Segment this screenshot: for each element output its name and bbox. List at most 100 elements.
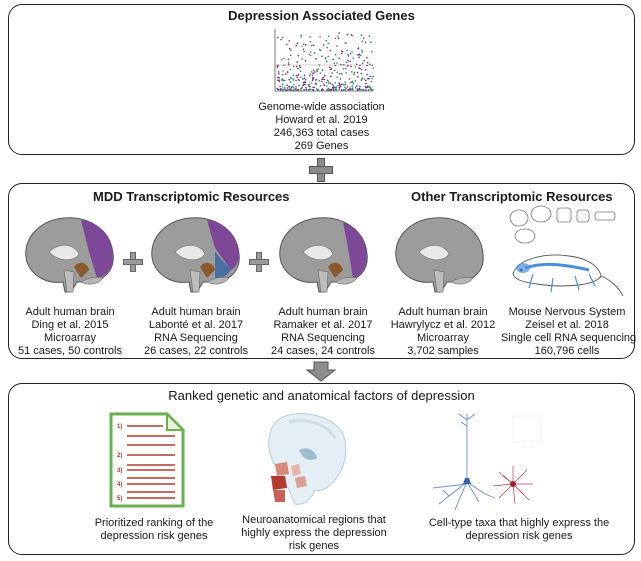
manhattan-dot	[347, 55, 350, 57]
output-line: Prioritized ranking of the	[94, 517, 214, 529]
manhattan-dot	[289, 76, 292, 79]
manhattan-dot	[364, 85, 366, 88]
manhattan-dot	[366, 85, 369, 87]
manhattan-dot	[329, 49, 331, 52]
manhattan-dot	[284, 86, 286, 89]
manhattan-dot	[364, 79, 367, 82]
manhattan-dot	[346, 86, 349, 88]
manhattan-dot	[366, 61, 369, 64]
resource-caption-ramaker: Adult human brain Ramaker et al. 2017 RN…	[263, 306, 383, 358]
manhattan-dot	[278, 88, 280, 91]
manhattan-dot	[361, 40, 363, 42]
manhattan-dot	[361, 78, 363, 80]
manhattan-dot	[327, 89, 330, 91]
manhattan-dot	[312, 69, 315, 72]
manhattan-dot	[361, 51, 364, 53]
manhattan-dot	[309, 40, 312, 43]
manhattan-dot	[296, 61, 298, 63]
manhattan-dot	[298, 66, 301, 68]
manhattan-dot	[292, 74, 295, 76]
manhattan-dot	[315, 78, 318, 81]
manhattan-dot	[335, 86, 337, 88]
resource-line: 24 cases, 24 controls	[271, 345, 375, 357]
other-resources-title: Other Transcriptomic Resources	[411, 189, 613, 204]
manhattan-dot	[308, 84, 310, 86]
manhattan-dot	[371, 50, 373, 53]
manhattan-dot	[309, 54, 312, 57]
output-line: Cell-type taxa that highly express the	[428, 517, 610, 529]
manhattan-dot	[369, 86, 371, 89]
manhattan-dot	[347, 88, 349, 91]
manhattan-dot	[367, 89, 370, 91]
manhattan-dot	[297, 54, 300, 57]
output-caption-cell-types: Cell-type taxa that highly express the d…	[414, 517, 624, 543]
manhattan-dot	[371, 77, 373, 80]
manhattan-dot	[349, 88, 352, 91]
manhattan-dot	[337, 35, 339, 37]
manhattan-dot	[351, 85, 354, 87]
resource-line: Hawrylycz et al. 2012	[390, 319, 496, 331]
manhattan-dot	[363, 78, 366, 80]
manhattan-dot	[366, 56, 368, 59]
manhattan-dot	[345, 87, 347, 90]
manhattan-dot	[363, 89, 365, 91]
manhattan-dot	[297, 88, 299, 91]
manhattan-dot	[301, 86, 303, 89]
manhattan-dot	[334, 54, 337, 56]
manhattan-dot	[277, 76, 279, 79]
manhattan-dot	[342, 68, 345, 70]
manhattan-dot	[309, 75, 311, 77]
list-number: 5)	[117, 496, 122, 502]
manhattan-dot	[288, 78, 291, 81]
manhattan-dot	[346, 65, 349, 67]
manhattan-dot	[332, 58, 335, 61]
manhattan-dot	[339, 85, 342, 88]
manhattan-dot	[363, 59, 366, 62]
manhattan-dot	[330, 75, 332, 78]
manhattan-dot	[289, 54, 292, 57]
manhattan-dot	[291, 85, 293, 88]
manhattan-dot	[282, 70, 284, 72]
manhattan-dot	[310, 44, 313, 47]
resource-line: 3,702 samples	[407, 345, 479, 357]
manhattan-dot	[309, 85, 311, 88]
manhattan-dot	[349, 60, 351, 63]
manhattan-dot	[282, 83, 284, 85]
resource-line: Zeisel et al. 2018	[525, 319, 609, 331]
manhattan-dot	[317, 88, 319, 91]
manhattan-dot	[365, 86, 367, 89]
manhattan-dot	[311, 77, 314, 79]
manhattan-dot	[308, 53, 311, 55]
manhattan-dot	[315, 82, 317, 84]
manhattan-dot	[336, 76, 338, 78]
manhattan-dot	[371, 64, 374, 66]
resource-line: Microarray	[417, 332, 469, 344]
manhattan-dot	[309, 73, 311, 75]
manhattan-dot	[345, 72, 347, 74]
manhattan-dot	[340, 50, 343, 52]
manhattan-dot	[313, 52, 316, 54]
manhattan-dot	[299, 89, 302, 91]
manhattan-dot	[365, 89, 367, 91]
manhattan-dot	[305, 88, 308, 91]
manhattan-dot	[303, 77, 306, 79]
manhattan-dot	[322, 76, 324, 79]
manhattan-dot	[304, 43, 307, 46]
manhattan-dot	[289, 68, 292, 71]
manhattan-dot	[284, 89, 286, 91]
manhattan-dot	[357, 47, 359, 50]
manhattan-dot	[295, 87, 297, 90]
manhattan-dot	[288, 40, 290, 42]
manhattan-dot	[302, 78, 304, 80]
resource-caption-ding: Adult human brain Ding et al. 2015 Micro…	[10, 306, 130, 358]
manhattan-dot	[305, 86, 307, 89]
resource-line: Single cell RNA sequencing	[501, 332, 637, 344]
output-line: depression risk genes	[465, 530, 573, 542]
manhattan-dot	[351, 34, 353, 37]
manhattan-dot	[281, 73, 284, 76]
manhattan-dot	[302, 48, 305, 51]
list-number: 2)	[117, 453, 122, 459]
manhattan-dot	[341, 73, 343, 75]
manhattan-dot	[351, 71, 353, 73]
manhattan-dot	[319, 36, 321, 38]
